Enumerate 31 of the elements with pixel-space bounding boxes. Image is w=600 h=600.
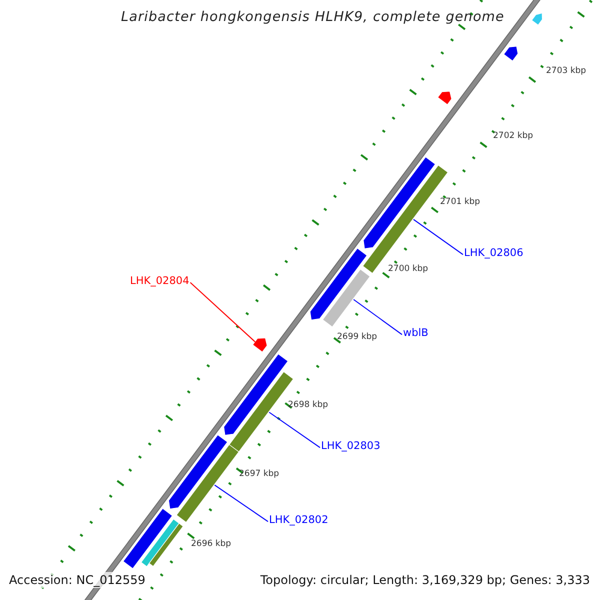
scale-label: 2698 kbp xyxy=(288,400,328,410)
scale-label: 2701 kbp xyxy=(440,197,480,208)
pointed-gene-block xyxy=(223,354,288,436)
gene-bar xyxy=(122,508,173,569)
summary-text: Topology: circular; Length: 3,169,329 bp; Genes: 3,333 xyxy=(260,573,590,588)
scale-label: 2696 kbp xyxy=(191,539,232,550)
leader-line xyxy=(268,412,320,448)
leader-line xyxy=(353,298,402,336)
pointed-gene-block xyxy=(168,434,228,510)
pointed-gene-block xyxy=(363,156,436,249)
gene-bar xyxy=(148,522,184,567)
pointed-gene-block xyxy=(531,12,543,26)
gene-label: LHK_02802 xyxy=(269,514,328,527)
pointed-gene-block xyxy=(503,46,518,62)
scale-label: 2697 kbp xyxy=(239,469,280,480)
pointed-gene-block xyxy=(437,91,452,105)
gene-label: wblB xyxy=(403,327,428,340)
scale-label: 2702 kbp xyxy=(493,131,534,142)
leader-line xyxy=(413,218,464,256)
scale-label: 2703 kbp xyxy=(546,66,586,76)
scale-label: 2700 kbp xyxy=(388,264,428,274)
gene-bar xyxy=(176,444,240,523)
leader-line xyxy=(190,282,256,342)
gene-label: LHK_02803 xyxy=(321,440,380,453)
gene-bar xyxy=(322,268,370,328)
gene-bar xyxy=(140,518,180,567)
pointed-gene-block xyxy=(310,248,368,320)
scale-label: 2699 kbp xyxy=(337,332,378,342)
gene-label: LHK_02806 xyxy=(464,247,524,260)
title: Laribacter hongkongensis HLHK9, complete genome xyxy=(121,9,504,26)
gene-label: LHK_02804 xyxy=(130,275,190,288)
